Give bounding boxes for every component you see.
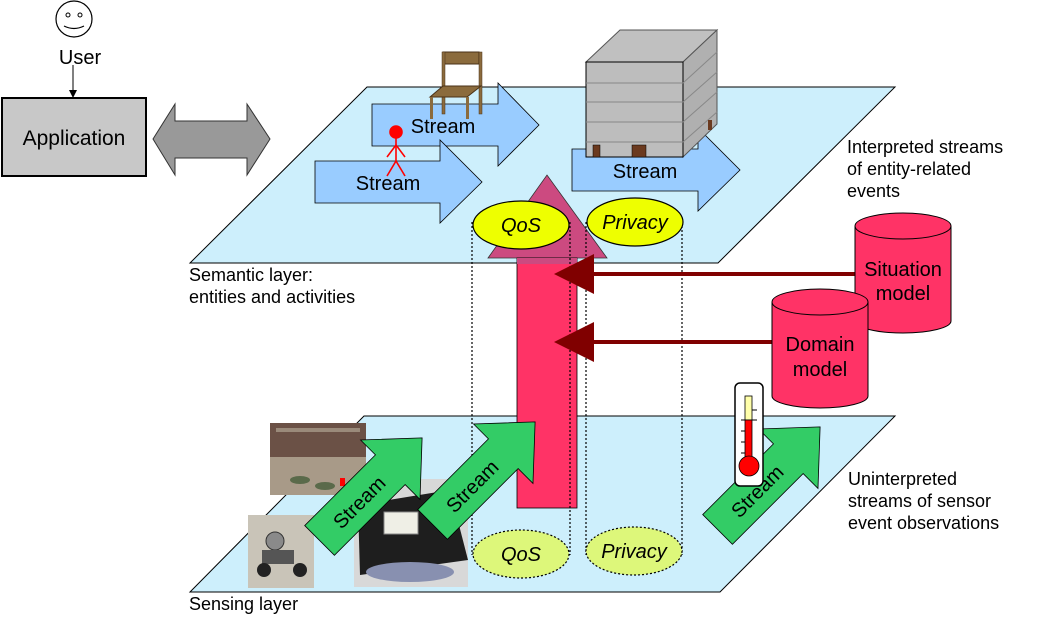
svg-text:Domain: Domain (786, 334, 855, 356)
courtyard-camera-photo (270, 423, 366, 495)
person-icon (386, 125, 406, 177)
semantic-privacy-badge: Privacy (586, 197, 684, 247)
svg-text:Stream: Stream (411, 116, 475, 138)
svg-text:Stream: Stream (613, 161, 677, 183)
main-arrow-joint (517, 258, 577, 264)
application-box (1, 97, 147, 177)
smiley-face-icon (55, 0, 93, 38)
bidirectional-arrow (152, 102, 271, 177)
semantic-layer-description: Interpreted streams of entity-related ev… (847, 137, 1004, 201)
chair-icon (428, 51, 483, 119)
sensing-layer-label: Sensing layer (189, 594, 299, 614)
semantic-qos-badge: QoS (472, 200, 570, 250)
semantic-stream-arrow-3: Stream (571, 127, 741, 212)
sensing-qos-badge: QoS (472, 529, 570, 579)
semantic-stream-arrow-2: Stream (314, 139, 483, 224)
svg-text:Privacy: Privacy (602, 212, 669, 234)
sensing-layer-description: Uninterpreted streams of sensor event ob… (848, 469, 1000, 533)
situation-model-cylinder: Situation model (854, 212, 952, 334)
svg-text:Privacy: Privacy (601, 541, 668, 563)
svg-text:model: model (876, 283, 930, 305)
thermometer-icon (734, 382, 764, 487)
semantic-layer-label: Semantic layer: entities and activities (189, 265, 356, 307)
building-icon (584, 28, 719, 159)
svg-text:QoS: QoS (501, 544, 542, 566)
domain-model-cylinder: Domain model (771, 288, 869, 409)
user-label: User (59, 47, 102, 69)
semantic-stream-arrow-1: Stream (371, 82, 540, 167)
svg-text:Stream: Stream (356, 173, 420, 195)
semantic-layer-plane (188, 86, 897, 264)
svg-text:Situation: Situation (864, 259, 942, 281)
sensing-privacy-badge: Privacy (585, 526, 683, 576)
robot-photo (248, 515, 314, 588)
svg-text:QoS: QoS (501, 215, 542, 237)
svg-text:model: model (793, 359, 847, 381)
application-label: Application (23, 127, 126, 150)
sensing-stream-arrow-1: Stream (304, 437, 423, 556)
